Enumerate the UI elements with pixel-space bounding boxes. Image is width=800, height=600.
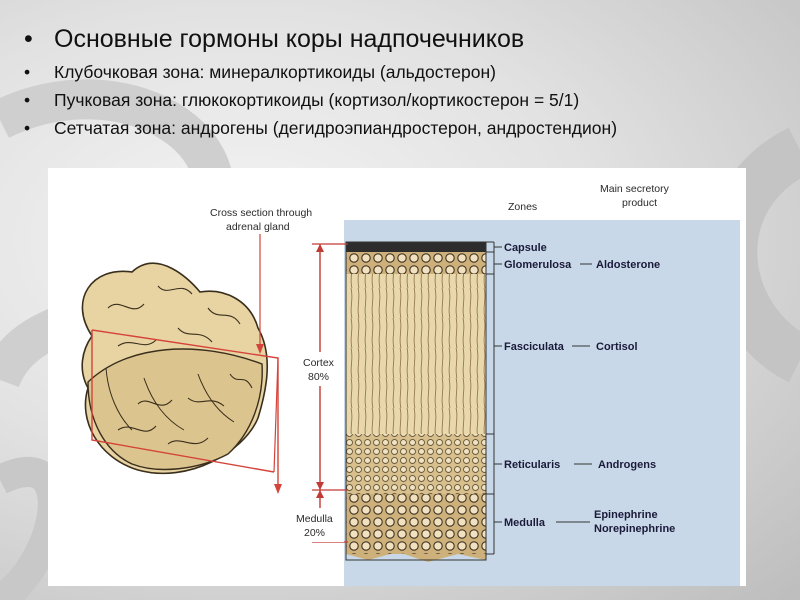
product-header-line1: Main secretory	[600, 183, 670, 195]
product-epinephrine: Epinephrine	[594, 509, 658, 521]
cortex-percent: 80%	[308, 371, 329, 383]
zone-capsule-label: Capsule	[504, 242, 547, 254]
glomerulosa-layer	[346, 252, 486, 274]
bullet-reticularis: Сетчатая зона: андрогены (дегидроэпиандр…	[22, 118, 792, 139]
size-bracket	[312, 244, 348, 542]
product-header-line2: product	[622, 197, 657, 209]
zone-medulla-label: Medulla	[504, 517, 546, 529]
figure-svg: Zones Main secretory product Cross secti…	[48, 168, 746, 586]
bullet-glomerulosa: Клубочковая зона: минералкортикоиды (аль…	[22, 62, 792, 83]
zone-reticularis-label: Reticularis	[504, 459, 560, 471]
zones-header: Zones	[508, 201, 537, 213]
gland-caption-line1: Cross section through	[210, 207, 312, 219]
adrenal-gland-illustration	[82, 263, 267, 473]
fasciculata-layer	[346, 274, 486, 434]
medulla-layer	[346, 494, 486, 554]
gland-caption-line2: adrenal gland	[226, 221, 290, 233]
reticularis-layer	[346, 434, 486, 494]
tissue-column	[346, 242, 486, 562]
capsule-layer	[346, 242, 486, 252]
bullet-list: Основные гормоны коры надпочечников Клуб…	[22, 24, 792, 146]
medulla-percent: 20%	[304, 527, 325, 539]
zone-fasciculata-label: Fasciculata	[504, 341, 565, 353]
zone-glomerulosa-label: Glomerulosa	[504, 259, 572, 271]
cortex-label: Cortex	[303, 357, 335, 369]
product-cortisol: Cortisol	[596, 341, 638, 353]
product-aldosterone: Aldosterone	[596, 259, 660, 271]
product-norepinephrine: Norepinephrine	[594, 523, 675, 535]
bullet-title: Основные гормоны коры надпочечников	[22, 24, 792, 54]
product-androgens: Androgens	[598, 459, 656, 471]
medulla-label: Medulla	[296, 513, 333, 525]
bullet-fasciculata: Пучковая зона: глюкокортикоиды (кортизол…	[22, 90, 792, 111]
adrenal-cross-section-figure: Zones Main secretory product Cross secti…	[48, 168, 746, 586]
